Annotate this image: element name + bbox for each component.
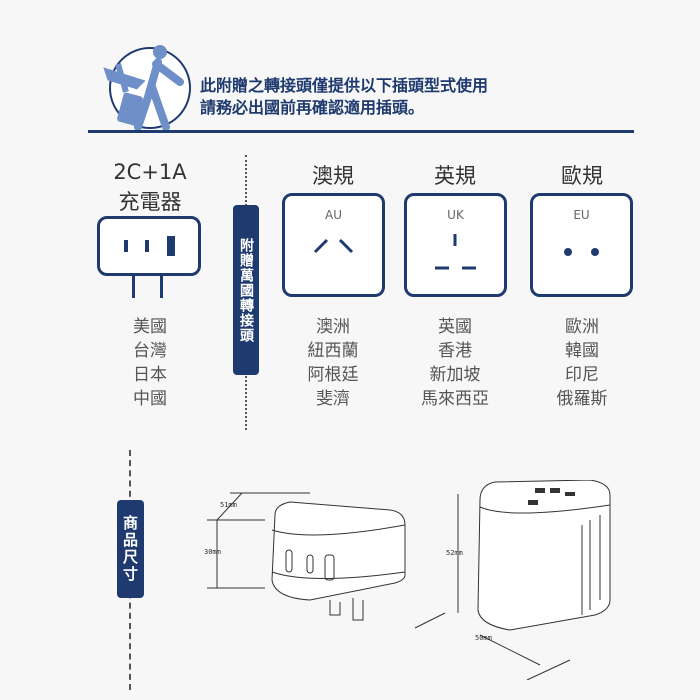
- charger-countries: 美國 台灣 日本 中國: [133, 317, 167, 409]
- notice-line-2: 請務必出國前再確認適用插頭。: [200, 98, 425, 117]
- prong: [132, 276, 135, 298]
- plug-au: AU: [282, 193, 385, 297]
- plug-title-eu: 歐規: [561, 164, 603, 188]
- plug-uk: UK: [404, 193, 507, 297]
- adapter-badge: 附贈萬國轉接頭: [233, 205, 259, 375]
- uk-countries: 英國香港新加坡馬來西亞: [421, 317, 489, 409]
- size-badge: 商品尺寸: [117, 500, 144, 598]
- divider: [88, 130, 634, 133]
- dim-charger-height: 30mm: [204, 548, 221, 556]
- traveler-globe-icon: [103, 45, 191, 131]
- dim-adapter-depth: 50mm: [475, 634, 492, 642]
- charger-title-1: 2C+1A: [113, 160, 187, 184]
- plug-title-uk: 英規: [434, 164, 476, 188]
- charger-title-2: 充電器: [118, 190, 182, 214]
- dim-adapter-height: 52mm: [446, 549, 463, 557]
- prong: [160, 276, 163, 298]
- charger-face: [97, 216, 201, 276]
- au-countries: 澳洲紐西蘭阿根廷斐濟: [307, 317, 359, 409]
- product-drawings: 51mm 30mm 52mm 50mm: [204, 480, 611, 680]
- dim-charger-width: 51mm: [220, 501, 237, 509]
- plug-title-au: 澳規: [312, 164, 354, 188]
- eu-countries: 歐洲韓國印尼俄羅斯: [556, 317, 608, 409]
- plug-eu: EU: [530, 193, 633, 297]
- notice-line-1: 此附贈之轉接頭僅提供以下插頭型式使用: [200, 76, 489, 95]
